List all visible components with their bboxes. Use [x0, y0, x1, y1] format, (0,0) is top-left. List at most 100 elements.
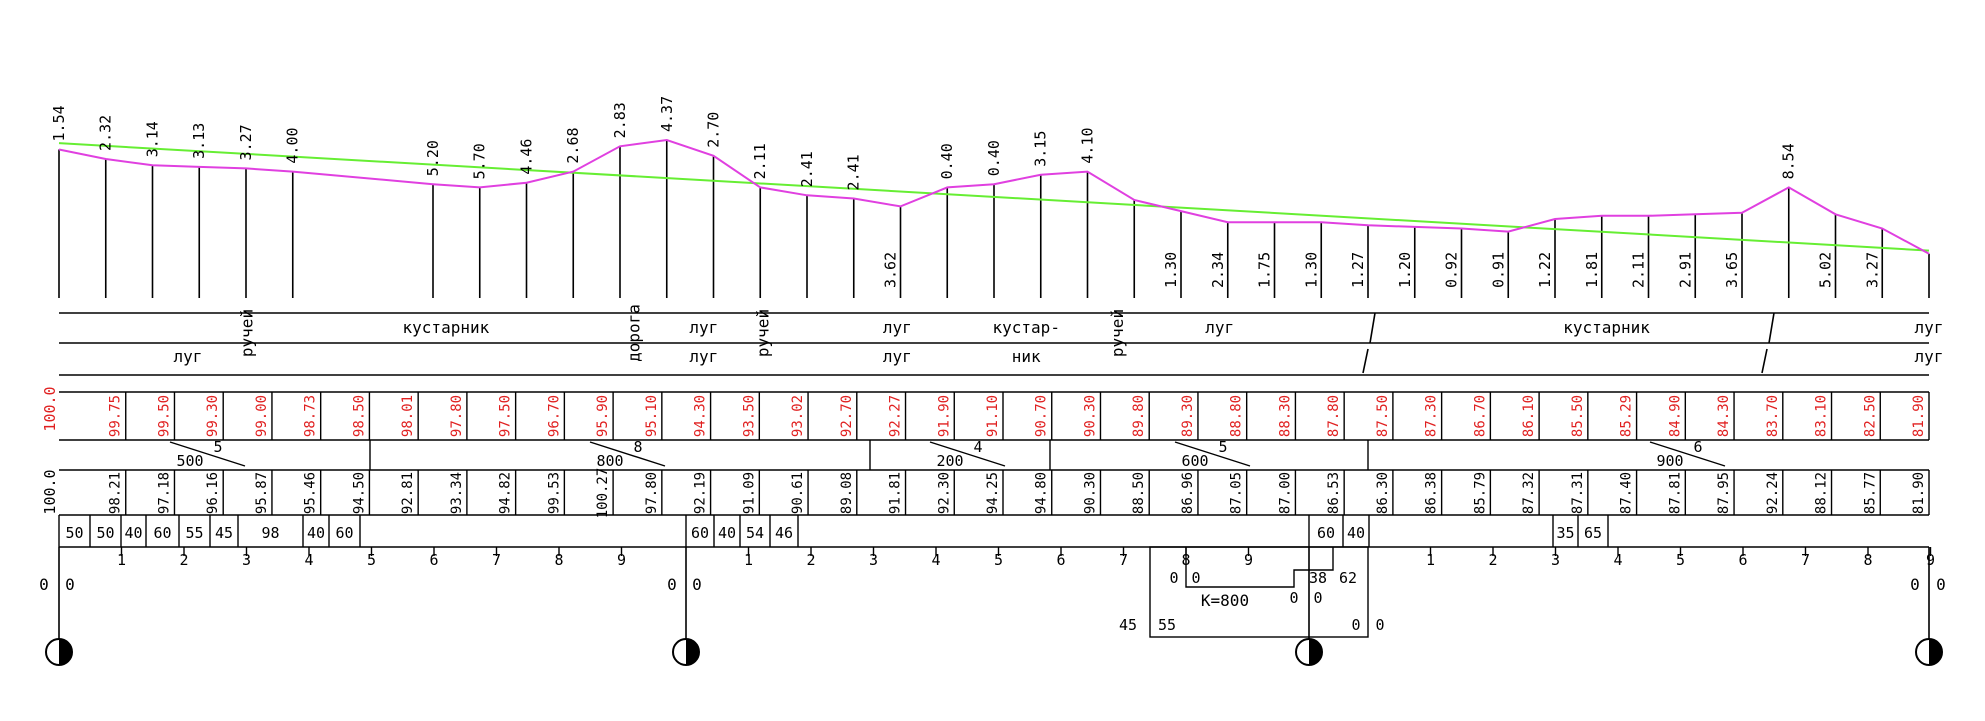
ground-elevation-value: 91.09	[741, 472, 757, 514]
design-elevation-value: 98.01	[400, 395, 416, 437]
curve-radius: K=800	[1201, 591, 1249, 610]
curve-label: 0	[1289, 589, 1298, 607]
ground-elevation-value: 97.18	[156, 472, 172, 514]
design-elevation-value: 99.75	[108, 395, 124, 437]
profile-height-label: 2.41	[845, 154, 863, 190]
situation-divider	[1362, 348, 1369, 374]
design-elevation-value: 88.80	[1229, 395, 1245, 437]
design-elevation-value: 83.70	[1765, 395, 1781, 437]
design-elevation-value: 82.50	[1862, 395, 1878, 437]
design-elevation-value: 98.73	[303, 395, 319, 437]
slope-mark	[929, 441, 1006, 467]
ground-elevation-value: 87.05	[1229, 472, 1245, 514]
ground-elevation-value: 87.31	[1570, 472, 1586, 514]
design-elevation-value: 93.02	[790, 395, 806, 437]
picket-number: 2	[806, 551, 815, 569]
profile-height-label: 0.40	[938, 143, 956, 179]
situation-label: ручей	[753, 309, 772, 357]
profile-height-label: 1.27	[1349, 252, 1367, 288]
distance-value: 55	[185, 524, 203, 542]
situation-label: кустарник	[403, 318, 490, 337]
distance-value: 50	[65, 524, 83, 542]
situation-label: кустарник	[1563, 318, 1650, 337]
ground-elevation-value: 92.19	[693, 472, 709, 514]
distance-value: 46	[775, 524, 793, 542]
ground-elevation-value: 87.95	[1716, 472, 1732, 514]
slope-mark	[169, 441, 246, 467]
ground-elevation-value: 100.27	[595, 468, 611, 519]
slope-mark	[1174, 441, 1251, 467]
profile-height-label: 1.30	[1162, 252, 1180, 288]
design-elevation-value: 83.10	[1814, 395, 1830, 437]
profile-height-label: 4.00	[284, 127, 302, 163]
picket-number: 2	[1488, 551, 1497, 569]
situation-label: луг	[883, 347, 912, 366]
picket-number: 5	[1676, 551, 1685, 569]
situation-label: ник	[1012, 347, 1041, 366]
design-elevation-value: 87.80	[1326, 395, 1342, 437]
slope-length: 800	[596, 452, 623, 470]
zero-label: 0	[1910, 575, 1920, 594]
profile-height-label: 1.22	[1536, 252, 1554, 288]
ground-elevation-value: 91.81	[888, 472, 904, 514]
profile-height-label: 2.41	[798, 151, 816, 187]
design-elevation-value: 97.80	[449, 395, 465, 437]
design-elevation-value: 86.70	[1472, 395, 1488, 437]
design-elevation-value: 89.30	[1180, 395, 1196, 437]
design-elevation-value: 86.10	[1521, 395, 1537, 437]
curve-label: 0	[1375, 616, 1384, 634]
profile-height-label: 5.02	[1817, 252, 1835, 288]
zero-label: 0	[667, 575, 677, 594]
situation-label: луг	[883, 318, 912, 337]
design-elevation-start: 100.0	[41, 386, 59, 431]
picket-number: 3	[869, 551, 878, 569]
profile-height-label: 1.30	[1302, 252, 1320, 288]
picket-number: 8	[1863, 551, 1872, 569]
ground-elevation-value: 98.21	[108, 472, 124, 514]
profile-height-label: 4.37	[658, 96, 676, 132]
picket-number: 4	[931, 551, 940, 569]
curve-outline	[1149, 546, 1369, 638]
profile-height-label: 0.92	[1443, 252, 1461, 288]
design-elevation-value: 97.50	[498, 395, 514, 437]
zero-label: 0	[692, 575, 702, 594]
slope-grade: 5	[1218, 438, 1227, 456]
profile-height-label: 2.83	[611, 102, 629, 138]
profile-height-label: 8.54	[1780, 143, 1798, 179]
terrain-profile-line	[58, 138, 1930, 255]
picket-number: 3	[1551, 551, 1560, 569]
design-elevation-value: 84.30	[1716, 395, 1732, 437]
profile-height-label: 1.20	[1396, 252, 1414, 288]
situation-divider	[1761, 348, 1768, 374]
situation-label: луг	[1915, 318, 1944, 337]
situation-label: луг	[689, 318, 718, 337]
ground-elevation-value: 85.79	[1472, 472, 1488, 514]
distance-value: 98	[261, 524, 279, 542]
slope-grade: 8	[633, 438, 642, 456]
curve-label: 0	[1191, 569, 1200, 587]
design-elevation-value: 99.30	[205, 395, 221, 437]
picket-number: 8	[554, 551, 563, 569]
curve-label: 38	[1309, 569, 1327, 587]
picket-number: 4	[1613, 551, 1622, 569]
ground-elevation-start: 100.0	[41, 469, 59, 514]
design-elevation-value: 90.30	[1082, 395, 1098, 437]
ground-elevation-value: 86.38	[1424, 472, 1440, 514]
ground-elevation-value: 85.77	[1862, 472, 1878, 514]
situation-label: ручей	[237, 309, 256, 357]
slope-length: 500	[176, 452, 203, 470]
ground-elevation-value: 94.82	[498, 472, 514, 514]
design-elevation-value: 84.90	[1667, 395, 1683, 437]
distance-value: 54	[746, 524, 764, 542]
design-elevation-value: 92.70	[839, 395, 855, 437]
distance-value: 40	[1347, 524, 1365, 542]
picket-number: 5	[367, 551, 376, 569]
picket-number: 4	[304, 551, 313, 569]
design-grade-line	[58, 142, 1930, 252]
profile-height-label: 0.40	[985, 140, 1003, 176]
ground-elevation-value: 89.08	[839, 472, 855, 514]
zero-label: 0	[1936, 575, 1946, 594]
curve-label: 55	[1158, 616, 1176, 634]
situation-label: кустар-	[993, 318, 1060, 337]
